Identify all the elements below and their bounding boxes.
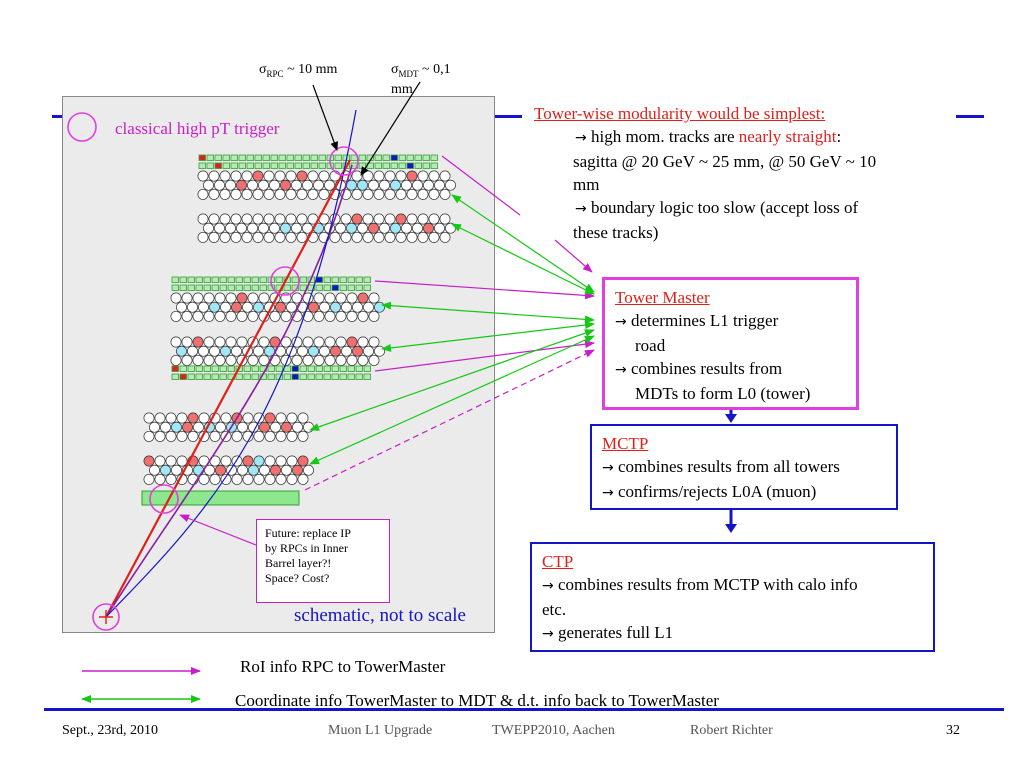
right-arrow-icon: → <box>615 362 627 378</box>
legend-coord-label: Coordinate info TowerMaster to MDT & d.t… <box>235 691 719 710</box>
top-rule-mid <box>494 115 522 118</box>
footer-talk: Muon L1 Upgrade <box>328 723 433 738</box>
mctp-box: MCTP → combines results from all towers … <box>590 424 898 510</box>
right-arrow-icon: → <box>615 314 627 330</box>
right-arrow-icon: → <box>602 460 614 476</box>
ip-cross <box>99 610 113 624</box>
right-arrow-icon: → <box>602 485 614 501</box>
footer-date: Sept., 23rd, 2010 <box>62 723 159 738</box>
right-arrow-icon: → <box>542 578 554 594</box>
ctp-title: CTP <box>542 552 574 571</box>
tower-master-box: Tower Master → determines L1 trigger roa… <box>602 277 859 410</box>
roi-arrow-low <box>374 340 595 372</box>
hit-circle-inner <box>149 484 179 514</box>
coord-arrow-2 <box>451 223 595 295</box>
tower-wise-block: Tower-wise modularity would be simplest:… <box>534 102 954 244</box>
coord-arrow-4 <box>381 321 595 352</box>
top-rule-left <box>52 115 62 118</box>
right-arrow-icon: → <box>575 130 587 146</box>
footer-author: Robert Richter <box>690 723 773 738</box>
sigma-rpc-label: σRPC ~ 10 mm <box>259 62 338 79</box>
top-rule-right <box>956 115 984 118</box>
ip-circle <box>92 603 120 631</box>
mctp-title: MCTP <box>602 434 649 453</box>
right-arrow-icon: → <box>542 626 554 642</box>
roi-arrow-mid <box>374 280 595 300</box>
ctp-box: CTP → combines results from MCTP with ca… <box>530 542 935 652</box>
straight-track <box>105 159 351 618</box>
legend-roi-label: RoI info RPC to TowerMaster <box>240 657 446 676</box>
bottom-rule <box>44 708 1004 711</box>
hit-circle-top <box>329 146 359 176</box>
schematic-note: schematic, not to scale <box>294 605 466 626</box>
sigma-mdt-label: σMDT ~ 0,1 mm <box>391 62 451 97</box>
coord-arrow-3 <box>381 301 595 324</box>
inner-rpc-box <box>141 490 300 506</box>
right-arrow-icon: → <box>575 201 587 217</box>
footer-page: 32 <box>946 723 960 738</box>
hit-circle-mid <box>270 266 300 296</box>
tower-master-title: Tower Master <box>615 288 710 307</box>
future-note-box: Future: replace IP by RPCs in Inner Barr… <box>256 519 390 603</box>
classical-legend-circle <box>67 112 97 142</box>
footer-venue: TWEPP2010, Aachen <box>492 723 615 738</box>
classical-trigger-label: classical high pT trigger <box>115 119 280 138</box>
curved-track-blue <box>105 109 357 618</box>
tower-wise-title: Tower-wise modularity would be simplest: <box>534 104 826 123</box>
coord-arrow-6 <box>309 335 595 465</box>
